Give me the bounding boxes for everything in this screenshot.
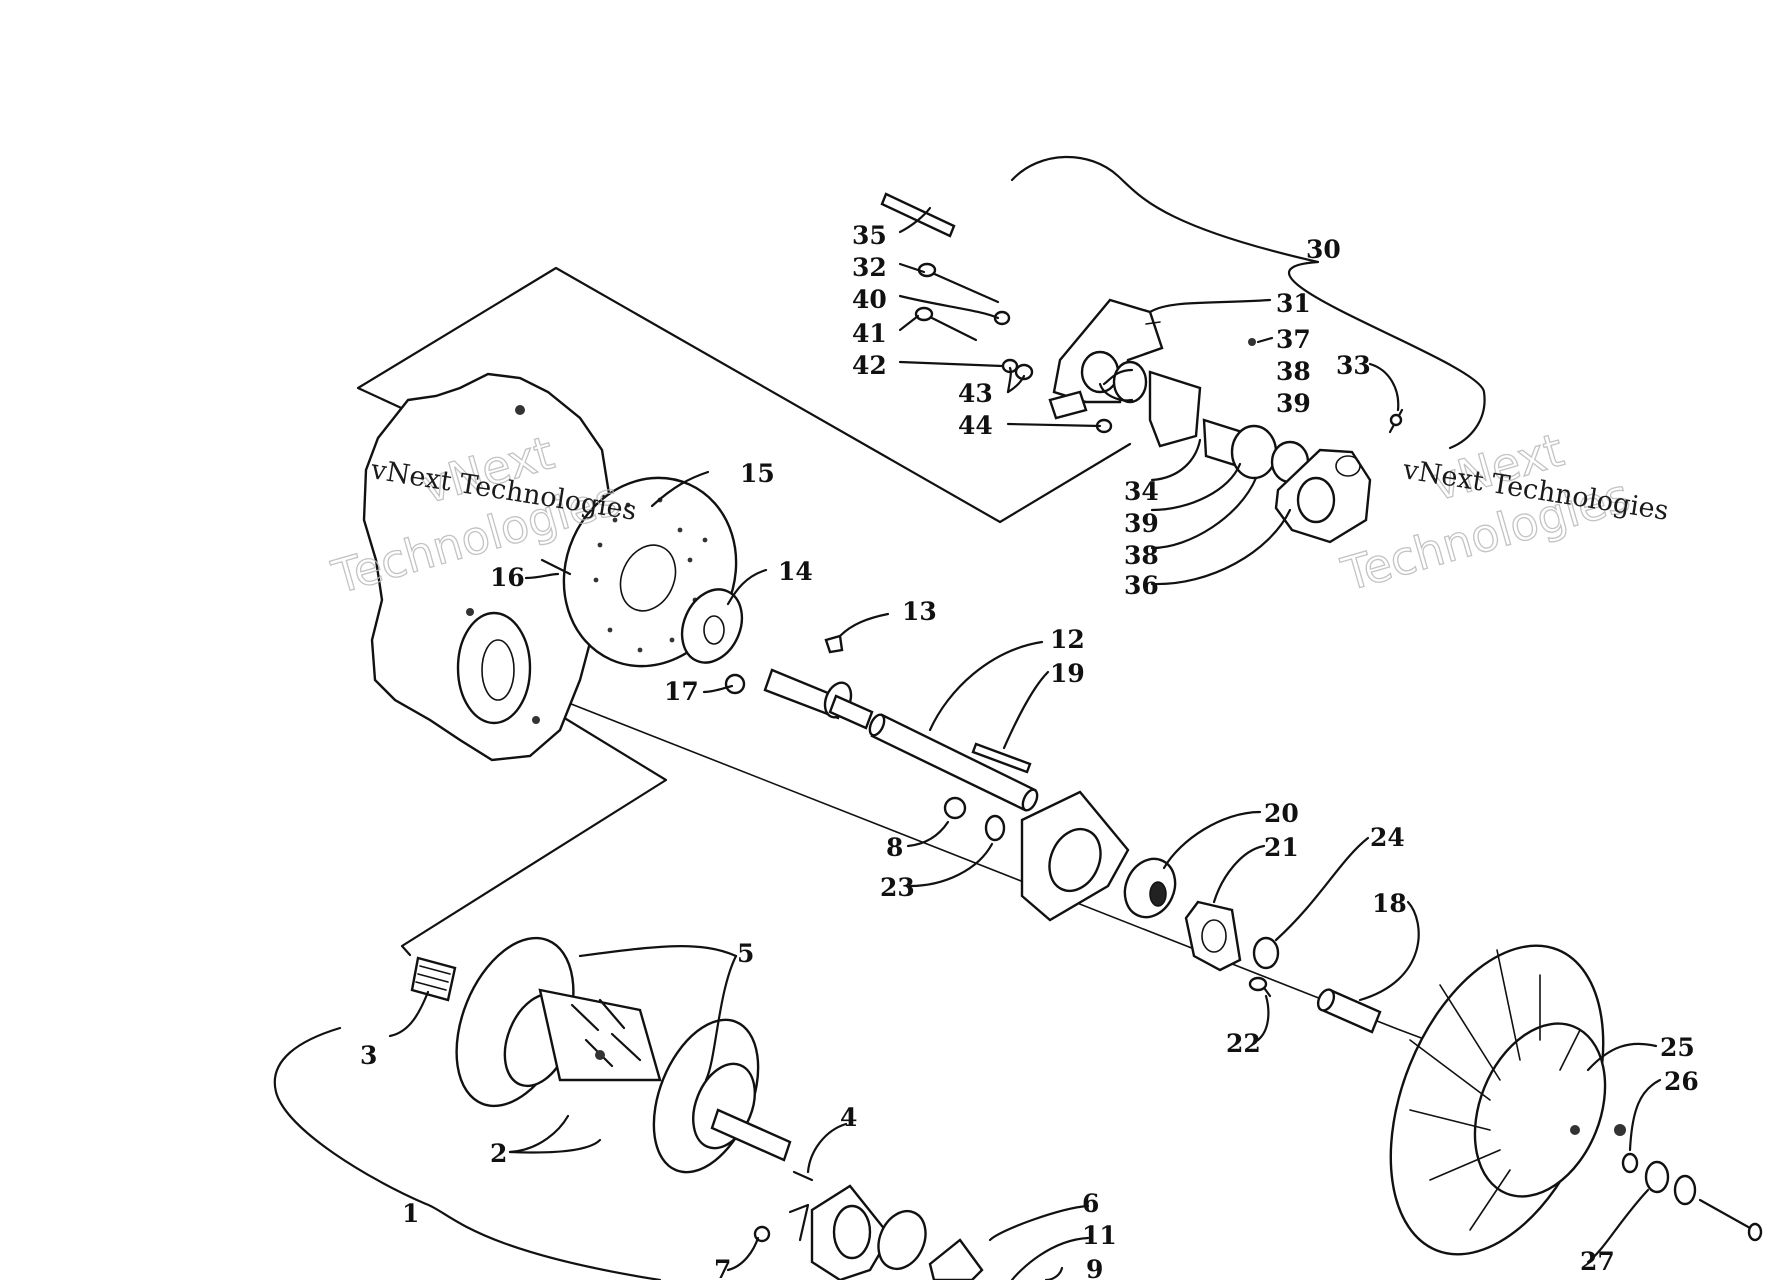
- callout-9: 9: [1086, 1255, 1103, 1280]
- callout-6: 6: [1082, 1189, 1099, 1218]
- thrust-washer: [1252, 936, 1280, 970]
- bearing: [1123, 857, 1177, 919]
- bearing-flange: [1184, 900, 1242, 972]
- callout-22: 22: [1226, 1029, 1261, 1058]
- callout-44: 44: [958, 411, 993, 440]
- pin: [971, 742, 1032, 774]
- callout-39: 39: [1276, 389, 1311, 418]
- callout-labels: 1 2 3 4 5 6 7 8 9 11 12 13 14 15 16 17 1…: [360, 221, 1699, 1280]
- callout-39-lower: 39: [1124, 509, 1159, 538]
- callout-14: 14: [778, 557, 813, 586]
- callout-5: 5: [737, 939, 754, 968]
- callout-12: 12: [1050, 625, 1085, 654]
- flat-washer: [984, 814, 1006, 842]
- callout-18: 18: [1372, 889, 1407, 918]
- clutch-brace: [273, 1026, 662, 1280]
- callout-40: 40: [852, 285, 887, 314]
- callout-30: 30: [1306, 235, 1341, 264]
- callout-2: 2: [490, 1139, 507, 1168]
- callout-35: 35: [852, 221, 887, 250]
- callout-31: 31: [1276, 289, 1311, 318]
- callout-23: 23: [880, 873, 915, 902]
- callout-38-lower: 38: [1124, 541, 1159, 570]
- callout-8: 8: [886, 833, 903, 862]
- callout-37: 37: [1276, 325, 1311, 354]
- chaincase-housing: [362, 372, 612, 762]
- leader-lines: [388, 206, 1662, 1280]
- callout-13: 13: [902, 597, 937, 626]
- callout-11: 11: [1082, 1221, 1117, 1250]
- pulley-cap: [1673, 1174, 1697, 1206]
- callout-4: 4: [840, 1103, 857, 1132]
- callout-7: 7: [714, 1255, 731, 1280]
- pulley-bolt: [1698, 1198, 1763, 1242]
- pulley-spacer: [1644, 1160, 1670, 1194]
- clutch-spring: [792, 1170, 814, 1182]
- jackshaft: [763, 668, 874, 730]
- callout-42: 42: [852, 351, 887, 380]
- callout-36: 36: [1124, 571, 1159, 600]
- frame-lower-zigzag: [400, 698, 668, 957]
- callout-27: 27: [1580, 1247, 1615, 1276]
- brake-caliper-assembly: [880, 192, 1404, 544]
- break-mark: [788, 1203, 810, 1242]
- stud: [540, 558, 572, 576]
- callout-33: 33: [1336, 351, 1371, 380]
- brake-hub: [680, 588, 744, 664]
- callout-24: 24: [1370, 823, 1405, 852]
- callout-32: 32: [852, 253, 887, 282]
- callout-17: 17: [664, 677, 699, 706]
- callout-26: 26: [1664, 1067, 1699, 1096]
- callout-1: 1: [402, 1199, 419, 1228]
- callout-38: 38: [1276, 357, 1311, 386]
- carriage-bolt: [1248, 976, 1272, 998]
- callout-34: 34: [1124, 477, 1159, 506]
- callout-25: 25: [1660, 1033, 1695, 1062]
- driven-pulley: [1389, 944, 1626, 1256]
- callout-41: 41: [852, 319, 887, 348]
- assembly-brace: [1010, 155, 1486, 450]
- callout-20: 20: [1264, 799, 1299, 828]
- flange-nut: [943, 796, 967, 820]
- pulley-washer: [1621, 1152, 1639, 1174]
- callout-15: 15: [740, 459, 775, 488]
- lower-flange: [928, 1238, 984, 1280]
- callout-21: 21: [1264, 833, 1299, 862]
- callout-19: 19: [1050, 659, 1085, 688]
- callout-43: 43: [958, 379, 993, 408]
- hex-nut: [724, 673, 746, 695]
- frame-upper-zigzag: [356, 266, 1132, 524]
- callout-16: 16: [490, 563, 525, 592]
- drive-clutch: [410, 936, 792, 1174]
- woodruff-key: [824, 634, 844, 654]
- lower-bearing: [877, 1209, 927, 1271]
- callout-3: 3: [360, 1041, 377, 1070]
